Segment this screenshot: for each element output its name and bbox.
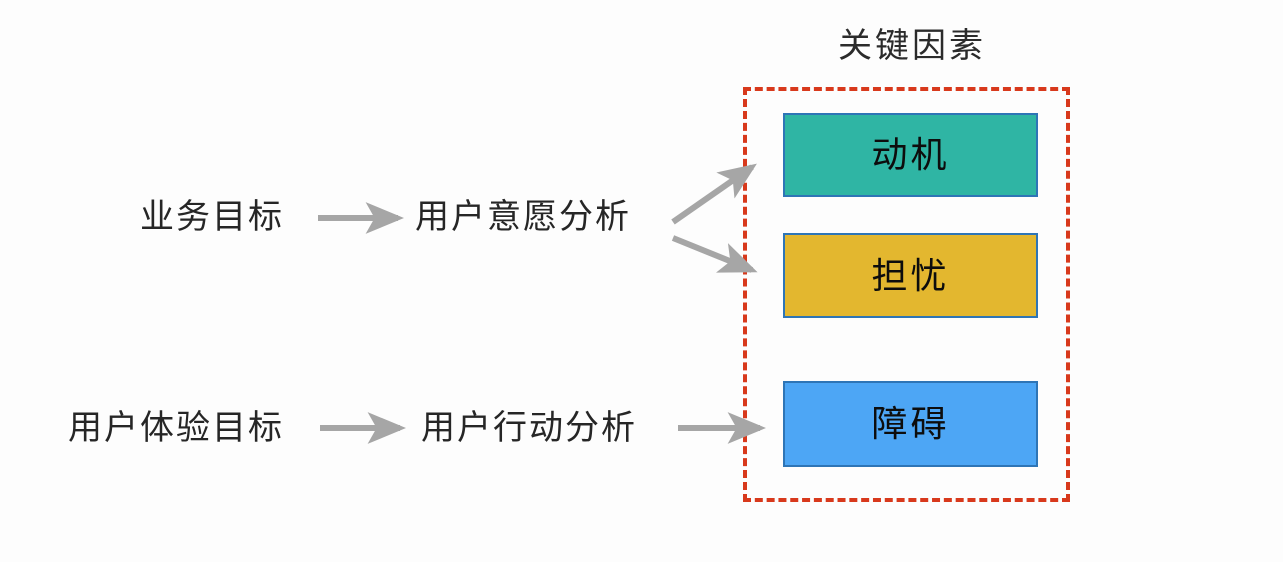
label-user-action-analysis: 用户行动分析	[421, 409, 637, 447]
factor-label-motivation: 动机	[871, 134, 950, 175]
factor-box-obstacle[interactable]: 障碍	[783, 381, 1038, 467]
factor-box-motivation[interactable]: 动机	[783, 113, 1038, 197]
factor-box-concern[interactable]: 担忧	[783, 233, 1038, 318]
key-factors-title: 关键因素	[838, 27, 986, 65]
factor-label-concern: 担忧	[871, 254, 950, 296]
arrow-intent-analysis-to-motivation	[671, 163, 757, 225]
label-ux-goal: 用户体验目标	[68, 409, 284, 447]
label-business-goal: 业务目标	[140, 198, 284, 236]
label-user-intent-analysis: 用户意愿分析	[415, 198, 631, 236]
factor-label-obstacle: 障碍	[871, 403, 950, 444]
key-factors-region	[743, 87, 1070, 502]
arrow-intent-analysis-to-concern	[671, 235, 758, 273]
